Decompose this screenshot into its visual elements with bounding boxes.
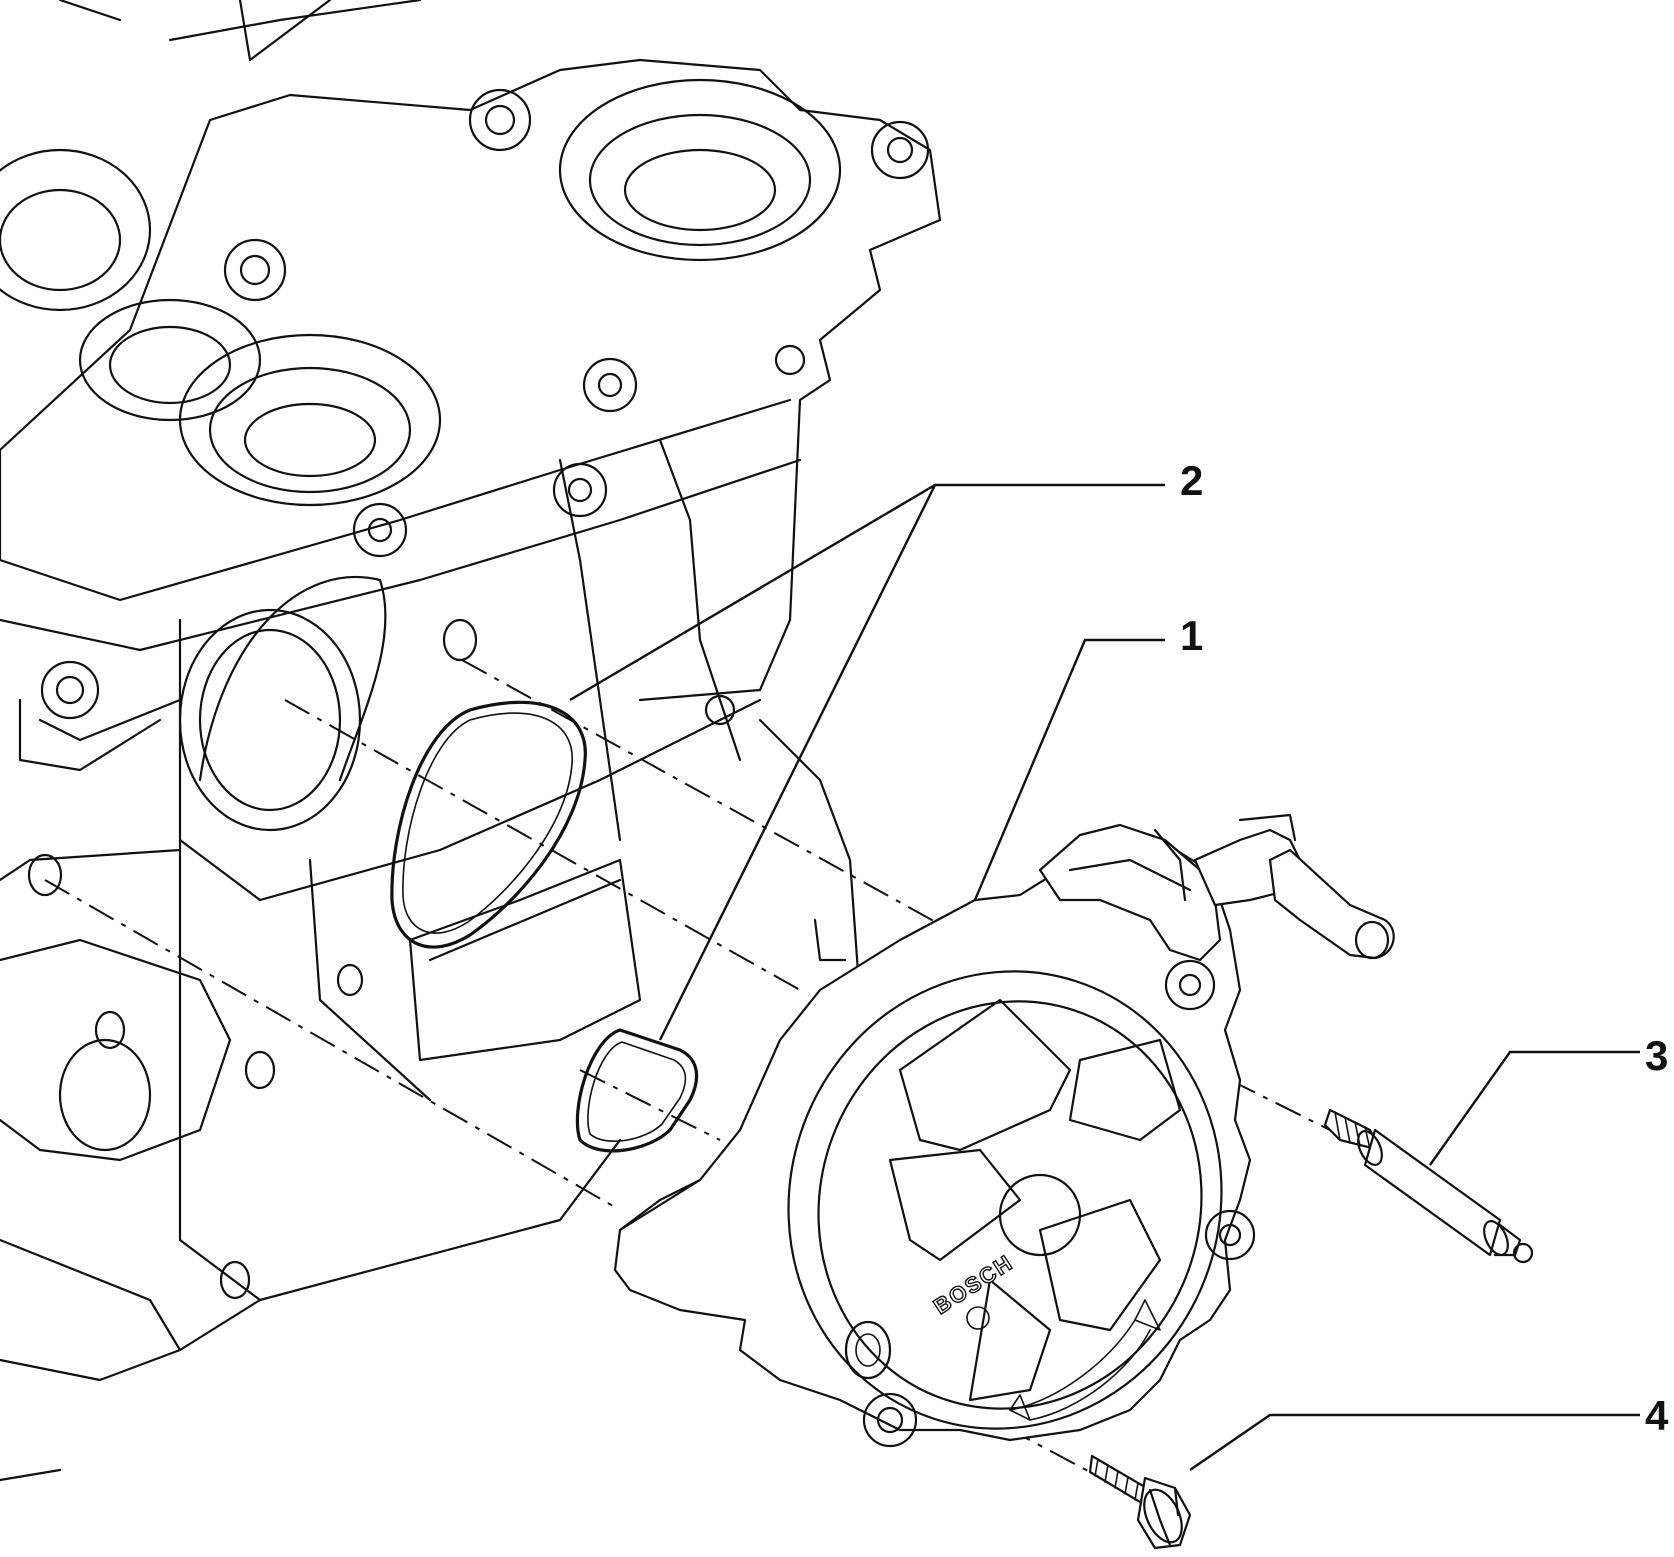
bolt-part: [1088, 1454, 1192, 1550]
vacuum-pump-part: BOSCH: [613, 813, 1395, 1448]
callout-2-label: 2: [1180, 457, 1203, 504]
callout-3-label: 3: [1645, 1032, 1668, 1079]
small-gasket-part: [575, 1028, 699, 1153]
seal-ring-part: [390, 700, 587, 949]
callout-1-label: 1: [1180, 612, 1203, 659]
stud-part: [1323, 1108, 1534, 1264]
callout-2: 2: [569, 457, 1203, 1041]
callout-4: 4: [1189, 1392, 1669, 1471]
callout-3: 3: [1429, 1032, 1668, 1166]
callout-4-label: 4: [1645, 1392, 1669, 1439]
engine-cylinder-head: [0, 0, 942, 1482]
callout-1: 1: [973, 612, 1203, 901]
